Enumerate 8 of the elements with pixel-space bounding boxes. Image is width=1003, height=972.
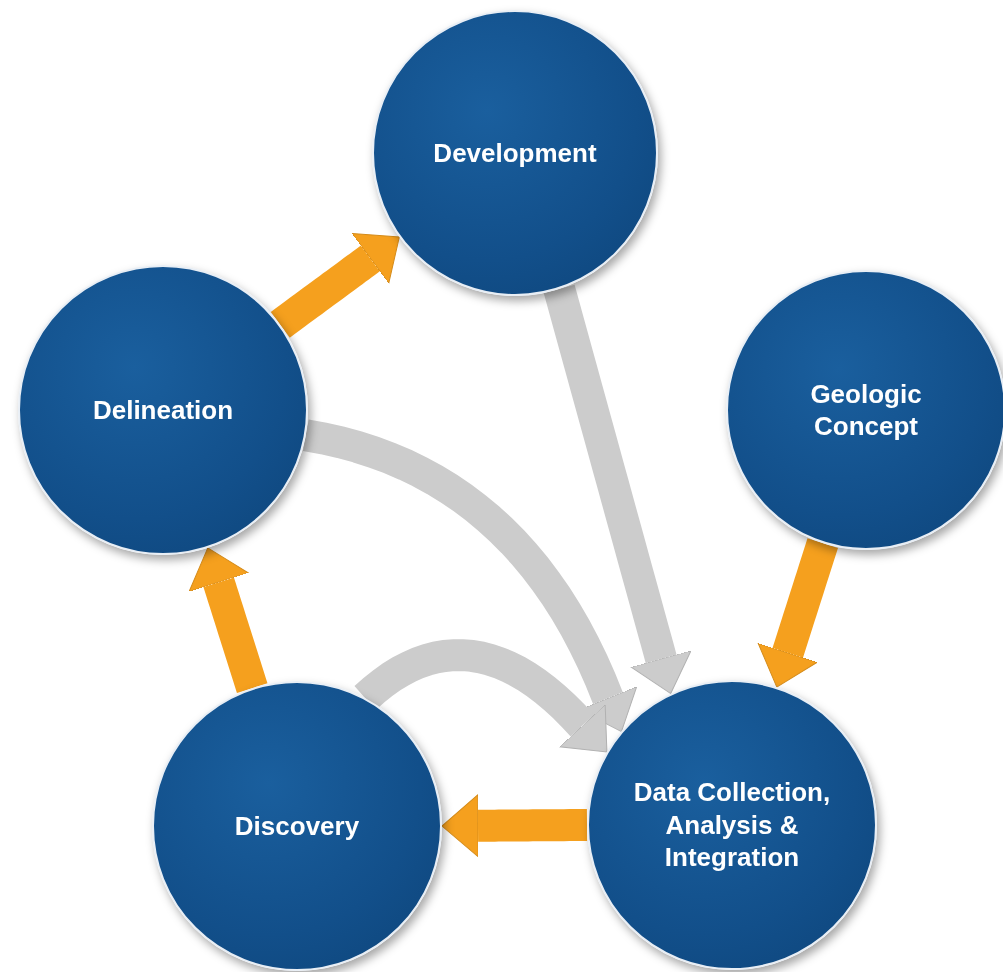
- stage-label: Discovery: [234, 809, 360, 843]
- stage-label: Development: [433, 136, 597, 170]
- arrow: [354, 639, 608, 753]
- arrow: [269, 232, 400, 338]
- stage-label: Delineation: [92, 393, 234, 427]
- stage-label: Data Collection, Analysis & Integration: [632, 776, 832, 874]
- arrow: [302, 419, 638, 733]
- stage-label: Geologic Concept: [809, 377, 923, 443]
